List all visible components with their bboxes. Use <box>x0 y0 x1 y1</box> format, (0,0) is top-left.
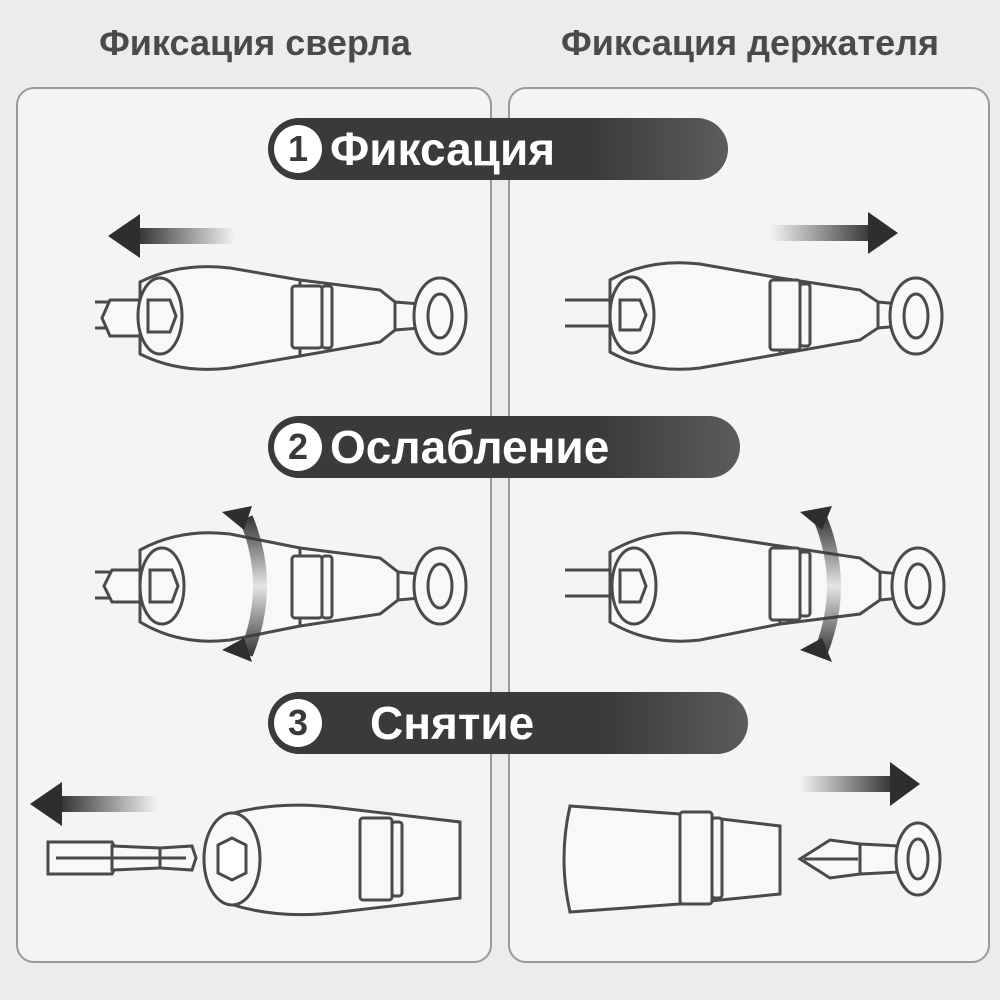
chuck-icon <box>562 804 782 914</box>
left-column-title: Фиксация сверла <box>99 22 411 63</box>
arrow-right-icon <box>770 212 898 254</box>
step1-left-illustration <box>95 214 468 371</box>
step-number-badge: 3 <box>274 699 322 747</box>
rotate-arrow-icon <box>800 506 841 662</box>
step-2-banner: 2 Ослабление <box>268 416 740 478</box>
step2-left-illustration <box>95 506 468 662</box>
step1-right-illustration <box>565 212 944 371</box>
step-label: Ослабление <box>330 421 610 473</box>
step3-left-illustration <box>30 782 462 917</box>
step-number-badge: 1 <box>274 125 322 173</box>
step-3-banner: 3 Снятие <box>268 692 748 754</box>
chuck-icon <box>95 531 468 643</box>
step2-right-illustration <box>565 506 946 662</box>
arrow-right-icon <box>800 762 920 806</box>
chuck-icon <box>565 531 946 643</box>
right-column-title: Фиксация держателя <box>560 22 940 63</box>
step-label: Снятие <box>370 697 535 749</box>
step-number-badge: 2 <box>274 423 322 471</box>
step3-right-illustration <box>562 762 942 914</box>
arrow-left-icon <box>108 214 235 258</box>
step-1-banner: 1 Фиксация <box>268 118 728 180</box>
phillips-bit-icon <box>797 821 942 897</box>
arrow-left-icon <box>30 782 158 826</box>
hex-bit-icon <box>46 840 198 876</box>
rotate-arrow-icon <box>222 506 267 662</box>
chuck-icon <box>95 265 468 371</box>
chuck-icon <box>202 803 462 917</box>
step-label: Фиксация <box>330 123 556 175</box>
chuck-icon <box>565 261 944 371</box>
